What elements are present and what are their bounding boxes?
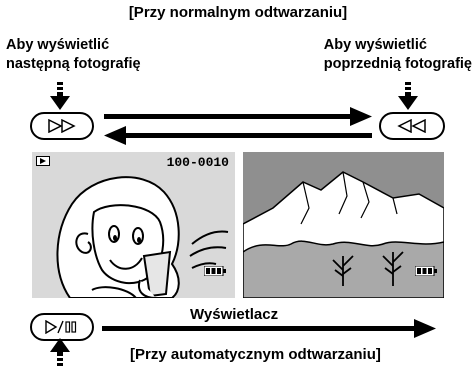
rewind-icon [397, 119, 426, 133]
next-photo-label-line2: następną fotografię [6, 56, 141, 72]
tree-icon [382, 251, 404, 286]
rewind-button[interactable] [379, 112, 445, 140]
right-screen: 100-0011 [243, 152, 444, 298]
previous-photo-label-line1: Aby wyświetlić [323, 37, 427, 53]
navigation-arrows [104, 107, 372, 145]
frame-number: 100-0010 [166, 155, 229, 170]
tree-icon [332, 255, 354, 286]
previous-photo-label: Aby wyświetlić poprzednią fotografię [324, 36, 472, 74]
play-pause-icon [45, 320, 77, 334]
fast-forward-icon [48, 119, 76, 133]
left-screen: 100-0010 [32, 152, 235, 298]
auto-play-arrow [102, 319, 436, 338]
auto-playback-title: [Przy automatycznym odtwarzaniu] [130, 346, 381, 363]
woman-illustration [56, 176, 229, 298]
up-arrow-icon [50, 338, 70, 366]
diagram-title: [Przy normalnym odtwarzaniu] [128, 4, 348, 21]
play-mode-icon [36, 156, 50, 166]
battery-icon [204, 266, 226, 276]
mountain-illustration [243, 152, 444, 298]
down-arrow-icon [398, 82, 418, 110]
right-arrow-icon [104, 107, 372, 126]
left-arrow-icon [104, 126, 372, 145]
play-pause-button[interactable] [30, 313, 94, 341]
down-arrow-icon [50, 82, 70, 110]
display-label: Wyświetlacz [190, 306, 279, 323]
next-photo-label: Aby wyświetlić następną fotografię [6, 36, 141, 74]
previous-photo-label-line2: poprzednią fotografię [323, 56, 472, 72]
next-photo-label-line1: Aby wyświetlić [6, 37, 110, 53]
battery-icon [415, 266, 437, 276]
forward-button[interactable] [30, 112, 94, 140]
